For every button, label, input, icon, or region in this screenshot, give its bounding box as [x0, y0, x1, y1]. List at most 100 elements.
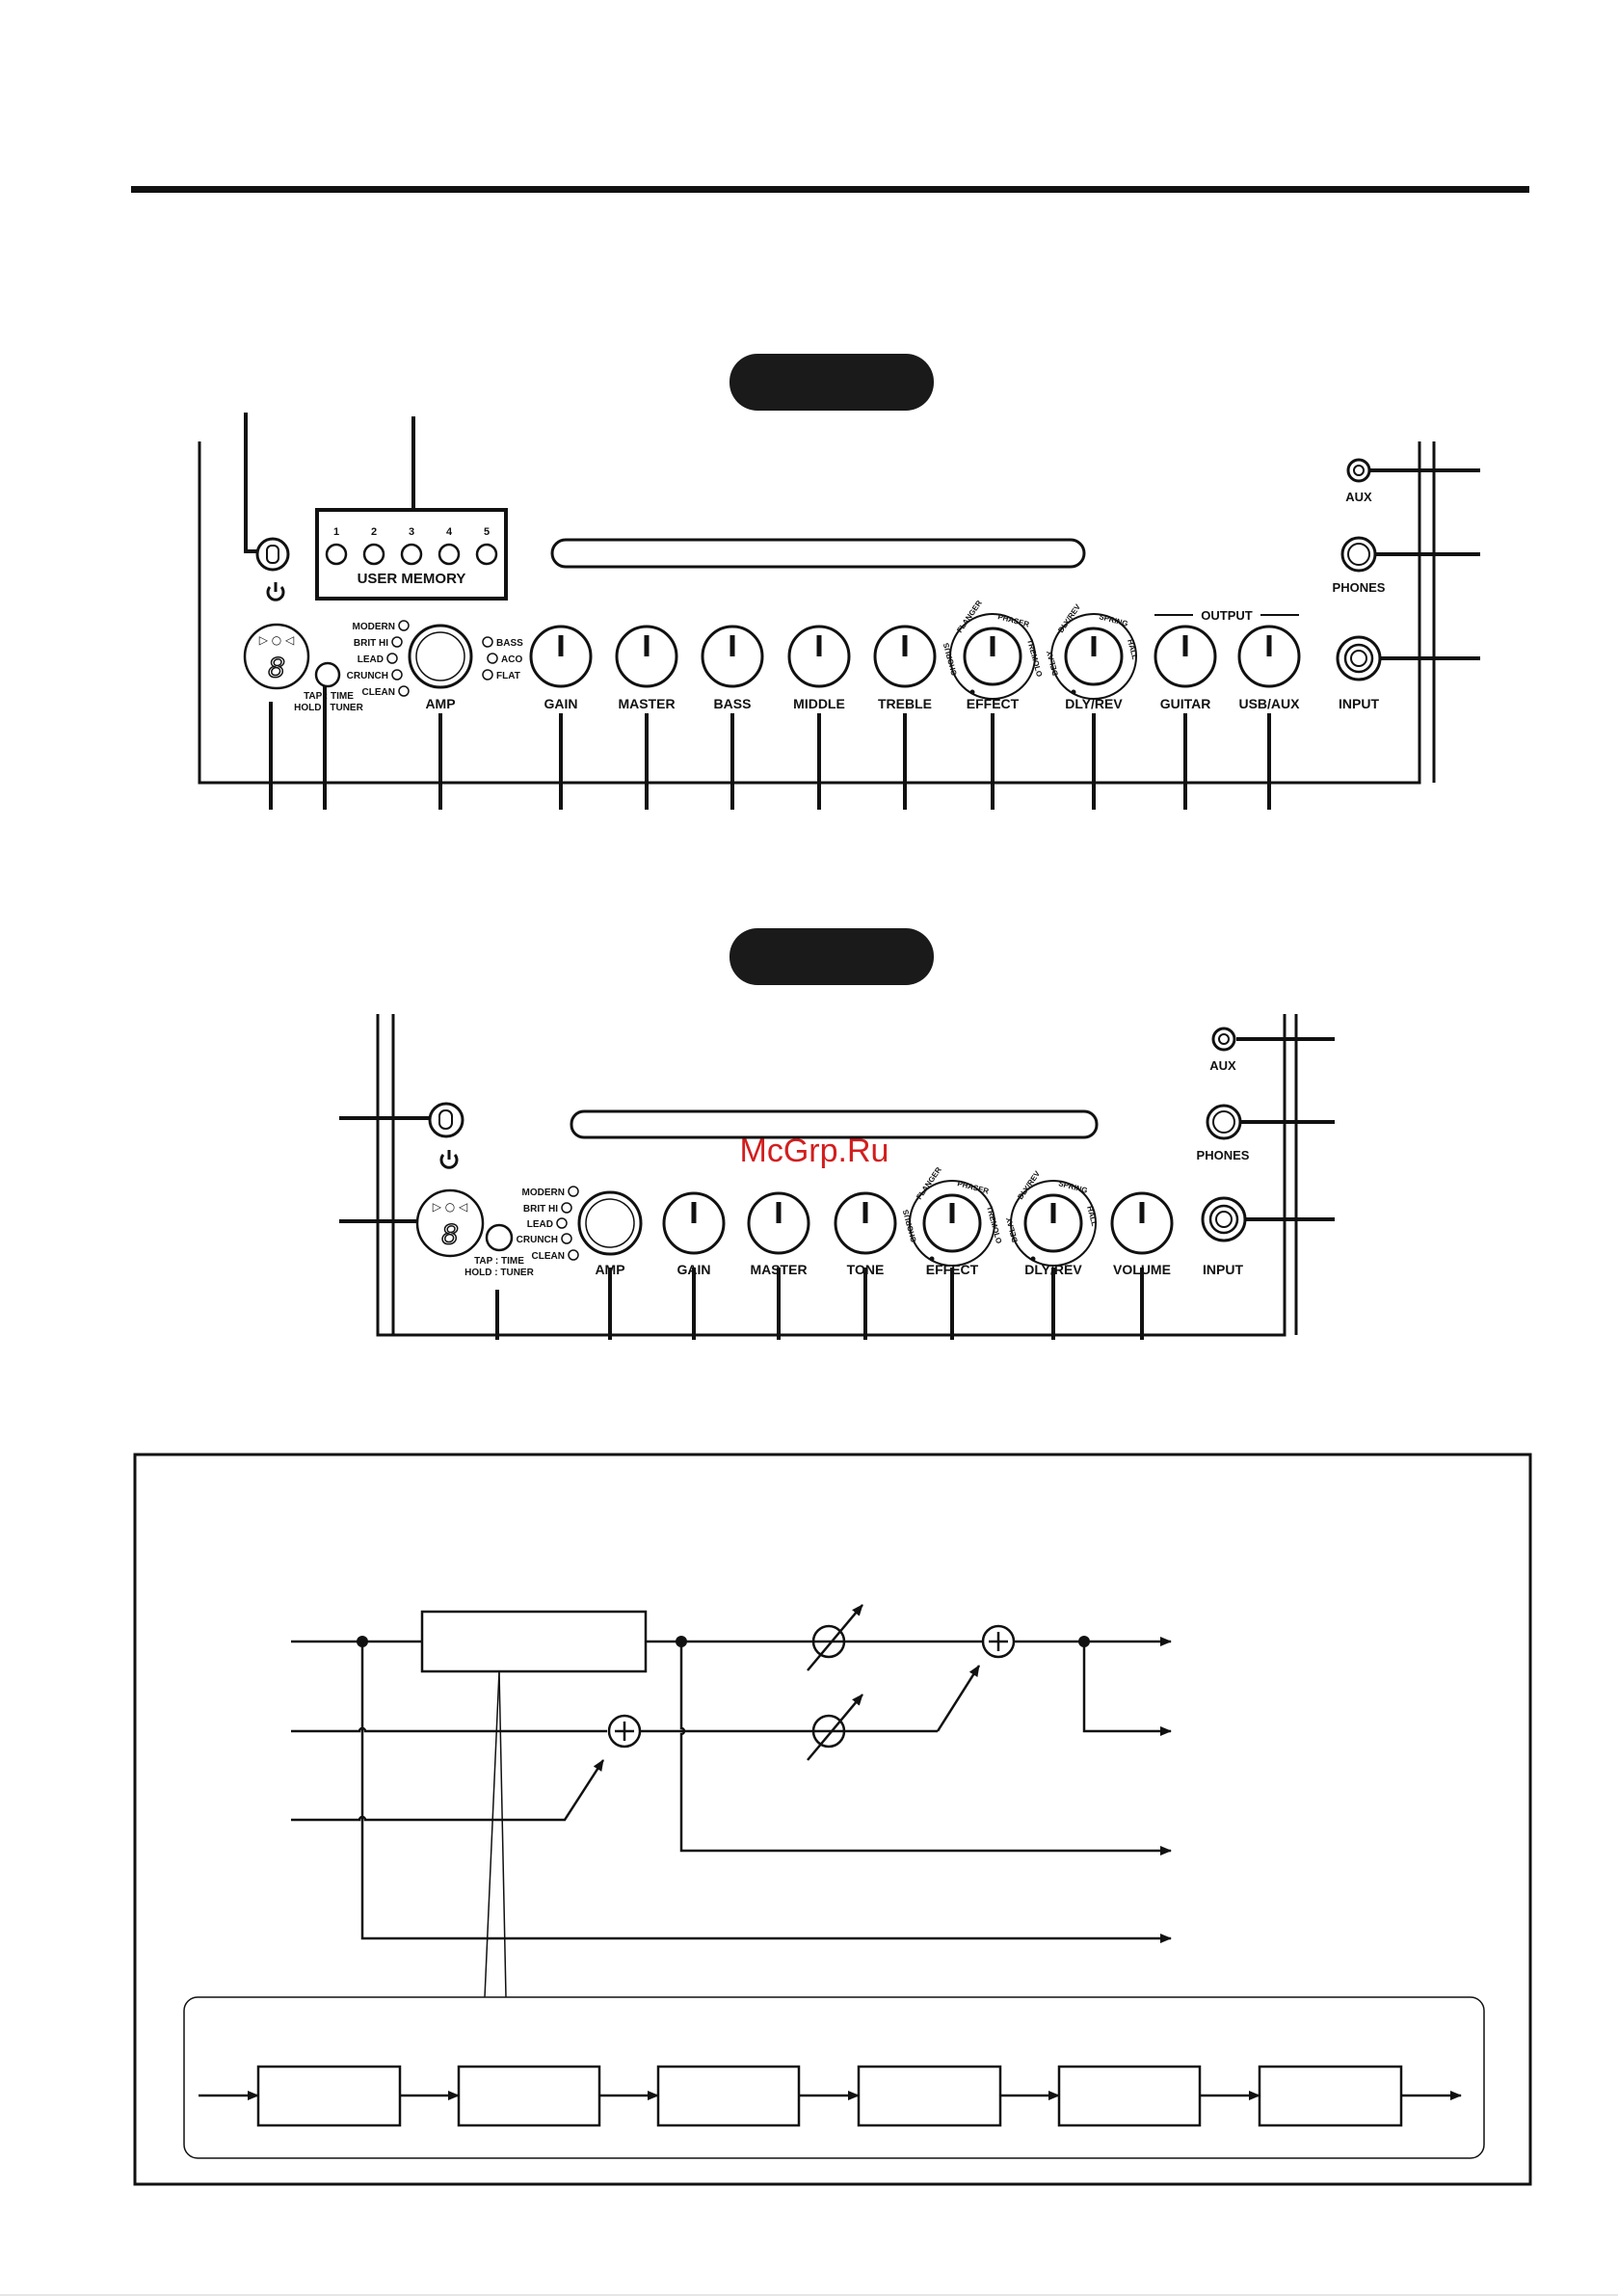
- expansion-line: [498, 1670, 507, 1998]
- header-rule: [131, 186, 1529, 193]
- user-memory-buttons[interactable]: [325, 543, 498, 566]
- bottom-aux-jack-inner: [1218, 1033, 1230, 1045]
- chain-block-5: [1057, 2065, 1202, 2127]
- bottom-tap-button[interactable]: [485, 1223, 514, 1252]
- user-memory-number-2: 2: [371, 526, 377, 538]
- top-input-label: INPUT: [1339, 696, 1379, 711]
- bottom-master-label: MASTER: [750, 1262, 807, 1277]
- output-label: OUTPUT: [1201, 608, 1253, 623]
- chain-block-6: [1258, 2065, 1403, 2127]
- bottom-knob-master[interactable]: MASTER: [747, 1191, 810, 1277]
- top-knob-dlyrev[interactable]: DELAY DLY/REV SPRING HALL DLY/REV: [1045, 602, 1139, 711]
- user-memory-button-4[interactable]: [438, 543, 461, 566]
- signal-line: [360, 1642, 1172, 1943]
- expansion-line: [484, 1670, 500, 1998]
- top-phones-jack[interactable]: [1340, 536, 1377, 573]
- bottom-tone-label: TONE: [847, 1262, 885, 1277]
- top-aux-label: AUX: [1345, 490, 1372, 504]
- bottom-display-digit: 8: [441, 1218, 459, 1250]
- variable-gain-arrow: [807, 1694, 863, 1761]
- bottom-display-arrows: ▷ ○ ◁: [433, 1200, 468, 1214]
- top-input-jack[interactable]: [1336, 635, 1382, 681]
- top-tap-label: TAP : TIME: [304, 691, 354, 702]
- bottom-phones-jack-inner: [1212, 1110, 1235, 1134]
- bottom-aux-label: AUX: [1209, 1058, 1236, 1073]
- top-amp-knob[interactable]: [408, 624, 473, 689]
- top-gain-label: GAIN: [544, 696, 578, 711]
- signal-flow-diagram: [133, 1453, 1532, 2186]
- bottom-amp-knob[interactable]: [577, 1190, 643, 1256]
- bottom-aux-jack[interactable]: [1211, 1027, 1236, 1052]
- signal-line: [291, 1759, 605, 1822]
- amp-mode-led: [398, 620, 410, 631]
- top-aux-jack[interactable]: [1346, 458, 1371, 483]
- bottom-effect-label: EFFECT: [926, 1262, 979, 1277]
- user-memory-button-1[interactable]: [325, 543, 348, 566]
- user-memory-number-5: 5: [484, 526, 490, 538]
- amp-mode-label: CLEAN: [532, 1251, 565, 1262]
- user-memory-button-2[interactable]: [362, 543, 385, 566]
- bottom-amp-knob-inner: [585, 1198, 635, 1248]
- top-knob-gain[interactable]: GAIN: [529, 625, 593, 711]
- top-knob-usb-aux[interactable]: USB/AUX: [1237, 625, 1301, 711]
- bottom-knob-dlyrev[interactable]: DELAY DLY/REV SPRING HALL DLY/REV: [1004, 1169, 1099, 1277]
- user-memory-button-5[interactable]: [475, 543, 498, 566]
- top-input-jack-inner: [1350, 650, 1367, 667]
- top-tap-button[interactable]: [314, 661, 341, 688]
- variable-gain-icon: [811, 1624, 846, 1659]
- amp-mode-label: BRIT HI: [523, 1204, 558, 1215]
- bottom-panel: ▷ ○ ◁ 8 TAP : TIME HOLD : TUNER MODERN B…: [339, 928, 1335, 1340]
- amp-mode-label: LEAD: [358, 654, 384, 665]
- top-amp-mode-list: MODERN BRIT HI LEAD CRUNCH CLEAN BASS AC…: [347, 620, 523, 698]
- top-knob-effect[interactable]: CHORUS FLANGER PHASER TREMOLO EFFECT: [942, 599, 1044, 711]
- bottom-callouts: [339, 1037, 1335, 1340]
- bottom-knob-volume[interactable]: VOLUME: [1110, 1191, 1174, 1277]
- top-usbaux-label: USB/AUX: [1238, 696, 1300, 711]
- amp-mode-label: LEAD: [527, 1219, 553, 1230]
- bottom-input-label: INPUT: [1203, 1262, 1243, 1277]
- amp-mode-led: [487, 653, 498, 664]
- top-knob-guitar[interactable]: GUITAR: [1154, 625, 1217, 711]
- bottom-input-jack-inner: [1215, 1211, 1233, 1228]
- bottom-input-jack-ring: [1208, 1204, 1239, 1235]
- top-display-slot: [550, 538, 1086, 569]
- top-input-jack-ring: [1343, 643, 1374, 674]
- bottom-phones-jack[interactable]: [1206, 1104, 1242, 1140]
- top-display-arrows: ▷ ○ ◁: [259, 633, 295, 647]
- user-memory-box: [315, 508, 508, 601]
- top-knob-master[interactable]: MASTER: [615, 625, 678, 711]
- bottom-knob-effect[interactable]: CHORUS FLANGER PHASER TREMOLO EFFECT: [901, 1165, 1003, 1277]
- top-bass-label: BASS: [714, 696, 752, 711]
- power-switch-lever: [438, 1109, 453, 1130]
- power-icon: [266, 582, 285, 601]
- top-hold-label: HOLD : TUNER: [294, 703, 363, 713]
- top-knob-middle[interactable]: MIDDLE: [787, 625, 851, 711]
- amp-mode-extra-label: FLAT: [496, 671, 520, 681]
- top-knob-bass[interactable]: BASS: [701, 625, 764, 711]
- top-callouts: [244, 413, 1480, 810]
- amp-mode-label: MODERN: [522, 1188, 565, 1198]
- top-knob-treble[interactable]: TREBLE: [873, 625, 937, 711]
- amp-mode-label: BRIT HI: [354, 638, 388, 649]
- user-memory-number-3: 3: [409, 526, 414, 538]
- bottom-hold-label: HOLD : TUNER: [464, 1268, 534, 1278]
- chain-block-4: [857, 2065, 1002, 2127]
- top-dlyrev-label: DLY/REV: [1065, 696, 1123, 711]
- power-icon: [439, 1150, 459, 1169]
- signal-line: [936, 1665, 981, 1732]
- user-memory-button-3[interactable]: [400, 543, 423, 566]
- top-display-digit: 8: [268, 652, 285, 683]
- bottom-input-jack[interactable]: [1201, 1196, 1247, 1242]
- top-effect-label: EFFECT: [967, 696, 1020, 711]
- top-phones-label: PHONES: [1333, 580, 1386, 595]
- amp-mode-label: CLEAN: [362, 687, 395, 698]
- bottom-panel-outline: [376, 1014, 1286, 1337]
- amp-mode-led: [482, 636, 493, 648]
- bottom-knob-gain[interactable]: GAIN: [662, 1191, 726, 1277]
- bottom-knob-tone[interactable]: TONE: [834, 1191, 897, 1277]
- top-middle-label: MIDDLE: [793, 696, 845, 711]
- top-digit-display: [243, 623, 310, 690]
- user-memory-number-4: 4: [446, 526, 453, 538]
- top-panel: 1 2 3 4 5 USER MEMORY ▷ ○ ◁ 8 TAP : TIME…: [198, 354, 1480, 810]
